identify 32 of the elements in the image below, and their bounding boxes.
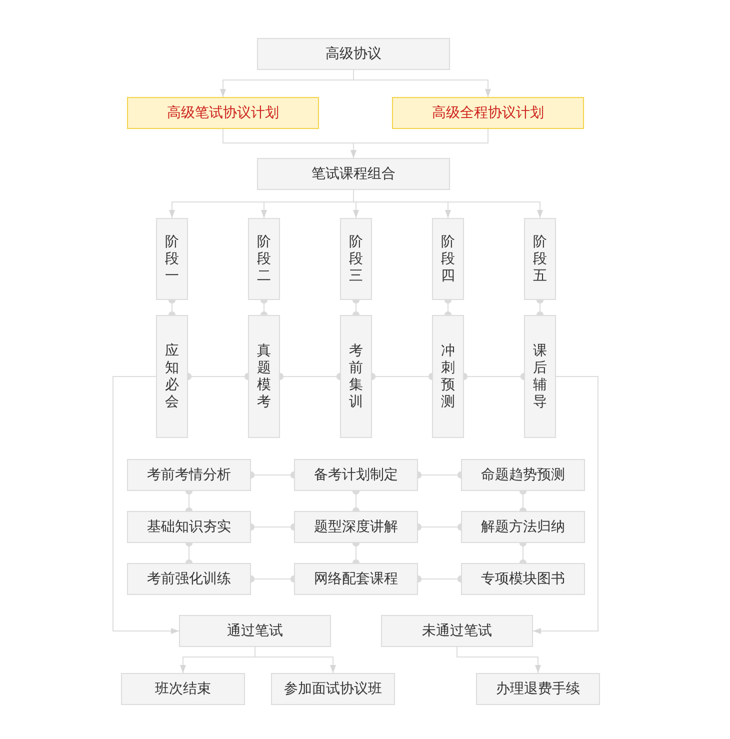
process-box: 专项模块图书 [461,563,585,595]
process-box: 解题方法归纳 [461,511,585,543]
stage-box: 冲刺预测 [432,315,464,438]
plan-box: 高级全程协议计划 [392,97,584,129]
process-box: 命题趋势预测 [461,459,585,491]
process-box: 备考计划制定 [294,459,418,491]
process-box: 网络配套课程 [294,563,418,595]
stage-box: 课后辅导 [524,315,556,438]
stage-box: 阶段四 [432,218,464,300]
process-box: 考前强化训练 [127,563,251,595]
stage-box: 阶段一 [156,218,188,300]
process-box: 基础知识夯实 [127,511,251,543]
stage-box: 考前集训 [340,315,372,438]
process-box: 笔试课程组合 [257,158,450,190]
stage-box: 真题模考 [248,315,280,438]
process-box: 考前考情分析 [127,459,251,491]
plan-box: 高级笔试协议计划 [127,97,319,129]
arrow [532,376,598,634]
arrow [350,128,488,158]
process-box: 高级协议 [257,38,450,70]
process-box: 参加面试协议班 [271,673,395,705]
stage-box: 阶段五 [524,218,556,300]
process-box: 未通过笔试 [381,615,533,647]
arrow [456,646,541,674]
process-box: 班次结束 [121,673,245,705]
stage-box: 阶段三 [340,218,372,300]
stage-box: 阶段二 [248,218,280,300]
process-box: 通过笔试 [179,615,331,647]
stage-box: 应知必会 [156,315,188,438]
arrow [112,376,180,634]
process-box: 办理退费手续 [476,673,600,705]
process-box: 题型深度讲解 [294,511,418,543]
